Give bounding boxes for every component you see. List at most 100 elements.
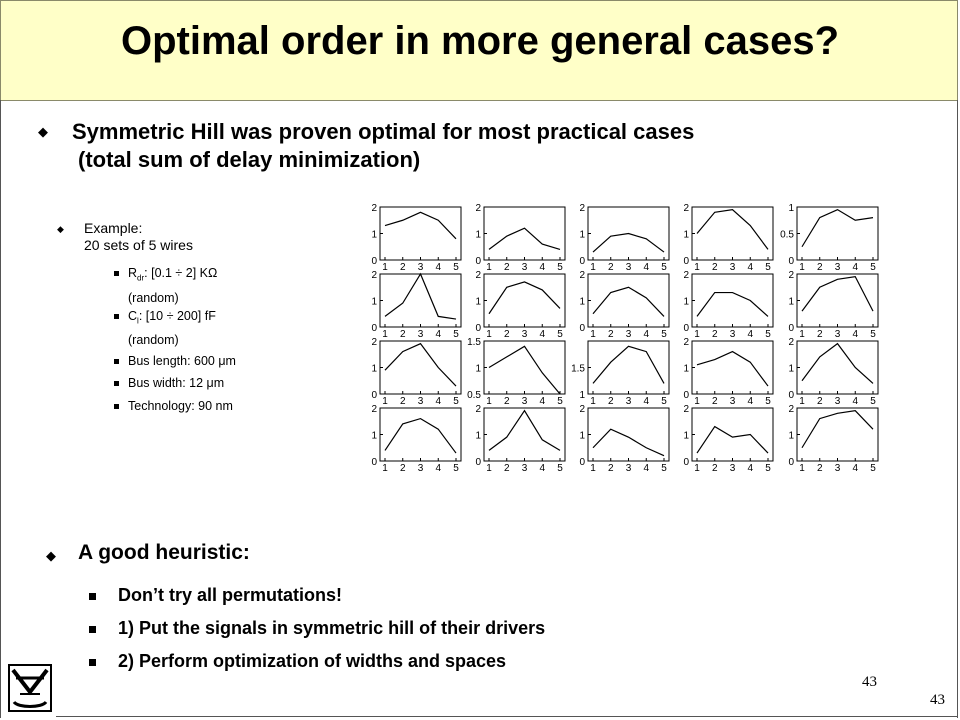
technion-logo-icon: [8, 664, 52, 712]
chart-panel-frame: [483, 407, 566, 462]
y-tick-label: 2: [683, 270, 689, 281]
chart-panel-frame: [691, 273, 774, 328]
heuristic-item: Don’t try all permutations!: [118, 585, 343, 605]
x-tick-label: 5: [870, 329, 876, 340]
x-tick-label: 5: [453, 262, 459, 273]
y-tick-label: 1: [371, 297, 377, 308]
chart-panel-frame: [483, 340, 566, 395]
chart-panel-frame: [379, 407, 462, 462]
x-tick-label: 2: [400, 329, 406, 340]
x-tick-label: 1: [382, 463, 388, 474]
x-tick-label: 5: [557, 396, 563, 407]
x-tick-label: 4: [852, 329, 858, 340]
x-tick-label: 5: [661, 396, 667, 407]
y-tick-label: 1: [371, 364, 377, 375]
chart-panel-frame: [796, 340, 879, 395]
x-tick-label: 3: [835, 329, 841, 340]
x-tick-label: 3: [730, 262, 736, 273]
x-tick-label: 4: [747, 463, 753, 474]
x-tick-label: 2: [504, 463, 510, 474]
diamond-bullet-icon: ◆: [57, 224, 64, 234]
x-tick-label: 5: [453, 396, 459, 407]
example-line1: Example:: [84, 220, 143, 236]
x-tick-label: 4: [643, 463, 649, 474]
y-tick-label: 0.5: [467, 390, 481, 401]
main-bullet-line2: (total sum of delay minimization): [78, 147, 421, 172]
y-tick-label: 0: [475, 457, 481, 468]
x-tick-label: 3: [626, 262, 632, 273]
y-tick-label: 2: [475, 404, 481, 415]
y-tick-label: 2: [475, 270, 481, 281]
chart-panel-frame: [483, 206, 566, 261]
x-tick-label: 2: [608, 329, 614, 340]
y-tick-label: 0: [683, 457, 689, 468]
x-tick-label: 3: [626, 396, 632, 407]
y-tick-label: 0: [788, 457, 794, 468]
y-tick-label: 1: [579, 230, 585, 241]
page-number-footer: 43: [930, 692, 945, 708]
y-tick-label: 0: [579, 323, 585, 334]
delay-series-line: [592, 232, 665, 253]
y-tick-label: 0: [683, 390, 689, 401]
y-tick-label: 2: [371, 203, 377, 214]
x-tick-label: 2: [608, 463, 614, 474]
y-tick-label: 1.5: [571, 364, 585, 375]
main-bullet: Symmetric Hill was proven optimal for mo…: [72, 118, 694, 174]
y-tick-label: 0: [579, 256, 585, 267]
delay-series-line: [696, 350, 769, 387]
delay-series-line: [592, 286, 665, 317]
square-bullet-icon: [114, 404, 119, 409]
technology-item: Technology: 90 nm: [128, 399, 233, 413]
y-tick-label: 0: [683, 256, 689, 267]
y-tick-label: 1: [475, 297, 481, 308]
x-tick-label: 1: [486, 329, 492, 340]
x-tick-label: 1: [590, 396, 596, 407]
y-tick-label: 0: [371, 390, 377, 401]
y-tick-label: 2: [683, 404, 689, 415]
y-tick-label: 1: [371, 230, 377, 241]
delay-series-line: [384, 211, 457, 240]
square-bullet-icon: [114, 314, 119, 319]
x-tick-label: 5: [765, 329, 771, 340]
main-bullet-line1: Symmetric Hill was proven optimal for mo…: [72, 119, 695, 144]
x-tick-label: 2: [817, 262, 823, 273]
rdr-item: Rdr: [0.1 ÷ 2] KΩ: [128, 266, 218, 283]
x-tick-label: 1: [590, 463, 596, 474]
x-tick-label: 4: [435, 329, 441, 340]
x-tick-label: 4: [747, 396, 753, 407]
footer-line: [56, 716, 958, 717]
bus-length-item: Bus length: 600 μm: [128, 354, 236, 368]
rdr-random: (random): [128, 291, 179, 305]
x-tick-label: 3: [730, 329, 736, 340]
chart-panel-frame: [691, 340, 774, 395]
y-tick-label: 2: [788, 337, 794, 348]
y-tick-label: 1: [579, 431, 585, 442]
x-tick-label: 5: [765, 262, 771, 273]
x-tick-label: 4: [539, 329, 545, 340]
x-tick-label: 1: [382, 262, 388, 273]
diamond-bullet-icon: ◆: [38, 124, 48, 139]
chart-panel-frame: [379, 340, 462, 395]
delay-series-line: [488, 227, 561, 250]
square-bullet-icon: [114, 381, 119, 386]
y-tick-label: 0.5: [780, 230, 794, 241]
y-tick-label: 0: [788, 256, 794, 267]
x-tick-label: 4: [852, 463, 858, 474]
square-bullet-icon: [114, 271, 119, 276]
delay-series-line: [801, 342, 874, 384]
delay-series-line: [488, 281, 561, 315]
y-tick-label: 2: [579, 270, 585, 281]
y-tick-label: 1: [371, 431, 377, 442]
x-tick-label: 4: [539, 262, 545, 273]
x-tick-label: 3: [835, 463, 841, 474]
x-tick-label: 5: [765, 463, 771, 474]
x-tick-label: 2: [817, 329, 823, 340]
y-tick-label: 2: [371, 270, 377, 281]
x-tick-label: 1: [486, 396, 492, 407]
bus-width-item: Bus width: 12 μm: [128, 376, 225, 390]
chart-panel-frame: [587, 340, 670, 395]
x-tick-label: 1: [694, 329, 700, 340]
x-tick-label: 1: [382, 329, 388, 340]
delay-series-line: [488, 345, 561, 395]
square-bullet-icon: [89, 659, 96, 666]
